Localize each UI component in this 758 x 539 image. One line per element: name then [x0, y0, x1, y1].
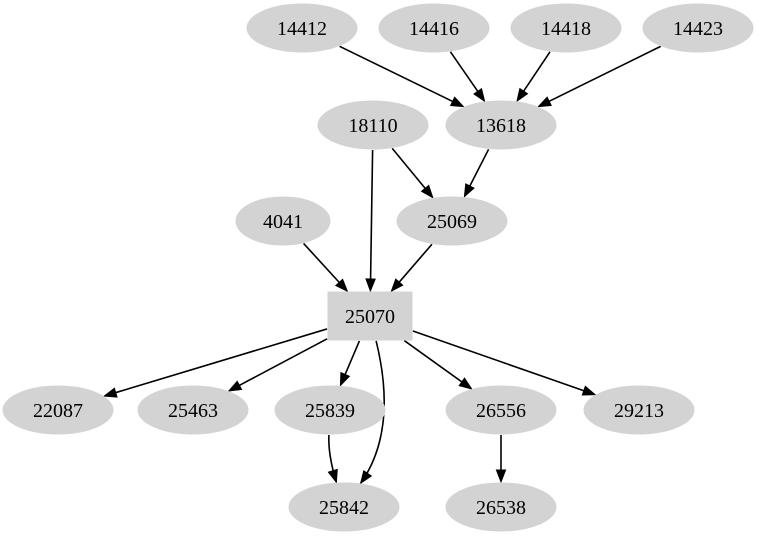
edge-14418-to-13618: [521, 51, 551, 94]
node-shape-ellipse-14416[interactable]: [378, 3, 490, 53]
node-14412[interactable]: 14412: [246, 3, 358, 53]
nodes-layer: 14412 14416 14418 14423 18110 13618 4041 25069 2…: [2, 3, 754, 532]
edge-25070-to-25842: [360, 340, 385, 484]
node-25070[interactable]: 25070: [327, 291, 413, 341]
arrowhead-18110-to-25069: [420, 184, 434, 199]
arrowhead-25070-to-26556: [458, 377, 473, 390]
node-shape-ellipse-13618[interactable]: [445, 100, 557, 150]
node-22087[interactable]: 22087: [2, 385, 114, 435]
arrowhead-25069-to-25070: [390, 278, 404, 293]
arrowhead-14416-to-13618: [473, 87, 486, 103]
node-shape-ellipse-14412[interactable]: [246, 3, 358, 53]
node-25463[interactable]: 25463: [137, 385, 249, 435]
node-shape-ellipse-29213[interactable]: [583, 385, 695, 435]
node-shape-ellipse-18110[interactable]: [317, 100, 429, 150]
node-13618[interactable]: 13618: [445, 100, 557, 150]
node-shape-ellipse-25839[interactable]: [274, 385, 386, 435]
arrowhead-25070-to-25463: [227, 380, 243, 392]
node-25842[interactable]: 25842: [288, 482, 400, 532]
arrowhead-25070-to-25839: [339, 371, 351, 387]
edge-14412-to-13618: [339, 45, 455, 104]
node-shape-ellipse-25842[interactable]: [288, 482, 400, 532]
node-shape-ellipse-14418[interactable]: [510, 3, 622, 53]
node-29213[interactable]: 29213: [583, 385, 695, 435]
arrowhead-26556-to-26538: [495, 469, 507, 484]
edge-4041-to-25070: [302, 242, 342, 285]
edge-25070-to-29213: [412, 330, 586, 393]
node-shape-ellipse-14423[interactable]: [642, 3, 754, 53]
arrowhead-25070-to-25842: [359, 469, 373, 485]
edge-25070-to-25839: [343, 340, 361, 377]
node-26556[interactable]: 26556: [445, 385, 557, 435]
arrowhead-25070-to-22087: [102, 387, 118, 398]
node-18110[interactable]: 18110: [317, 100, 429, 150]
node-shape-ellipse-25463[interactable]: [137, 385, 249, 435]
edge-18110-to-25070: [369, 149, 374, 282]
node-25839[interactable]: 25839: [274, 385, 386, 435]
node-shape-ellipse-26538[interactable]: [445, 482, 557, 532]
edge-14423-to-13618: [546, 45, 661, 103]
node-shape-ellipse-26556[interactable]: [445, 385, 557, 435]
arrowhead-4041-to-25070: [334, 278, 349, 293]
arrowhead-14423-to-13618: [537, 96, 552, 108]
edge-25070-to-22087: [113, 328, 328, 394]
edge-25070-to-25463: [237, 338, 328, 388]
arrowhead-14418-to-13618: [516, 87, 529, 103]
edge-13618-to-25069: [468, 148, 490, 189]
node-14416[interactable]: 14416: [378, 3, 490, 53]
edge-14416-to-13618: [449, 51, 480, 94]
arrowhead-18110-to-25070: [365, 278, 376, 293]
node-4041[interactable]: 4041: [235, 196, 331, 246]
node-shape-box-25070[interactable]: [327, 291, 413, 341]
arrowhead-14412-to-13618: [449, 96, 465, 108]
edges-layer: [102, 45, 661, 485]
node-25069[interactable]: 25069: [396, 196, 508, 246]
node-14418[interactable]: 14418: [510, 3, 622, 53]
node-shape-ellipse-4041[interactable]: [235, 196, 331, 246]
arrowhead-25070-to-29213: [581, 385, 597, 396]
arrowhead-13618-to-25069: [463, 183, 475, 198]
edge-25070-to-26556: [403, 339, 464, 384]
node-14423[interactable]: 14423: [642, 3, 754, 53]
node-shape-ellipse-22087[interactable]: [2, 385, 114, 435]
node-26538[interactable]: 26538: [445, 482, 557, 532]
edge-25069-to-25070: [397, 243, 433, 285]
edge-18110-to-25069: [391, 147, 428, 191]
node-shape-ellipse-25069[interactable]: [396, 196, 508, 246]
arrowhead-25839-to-25842: [327, 468, 338, 484]
